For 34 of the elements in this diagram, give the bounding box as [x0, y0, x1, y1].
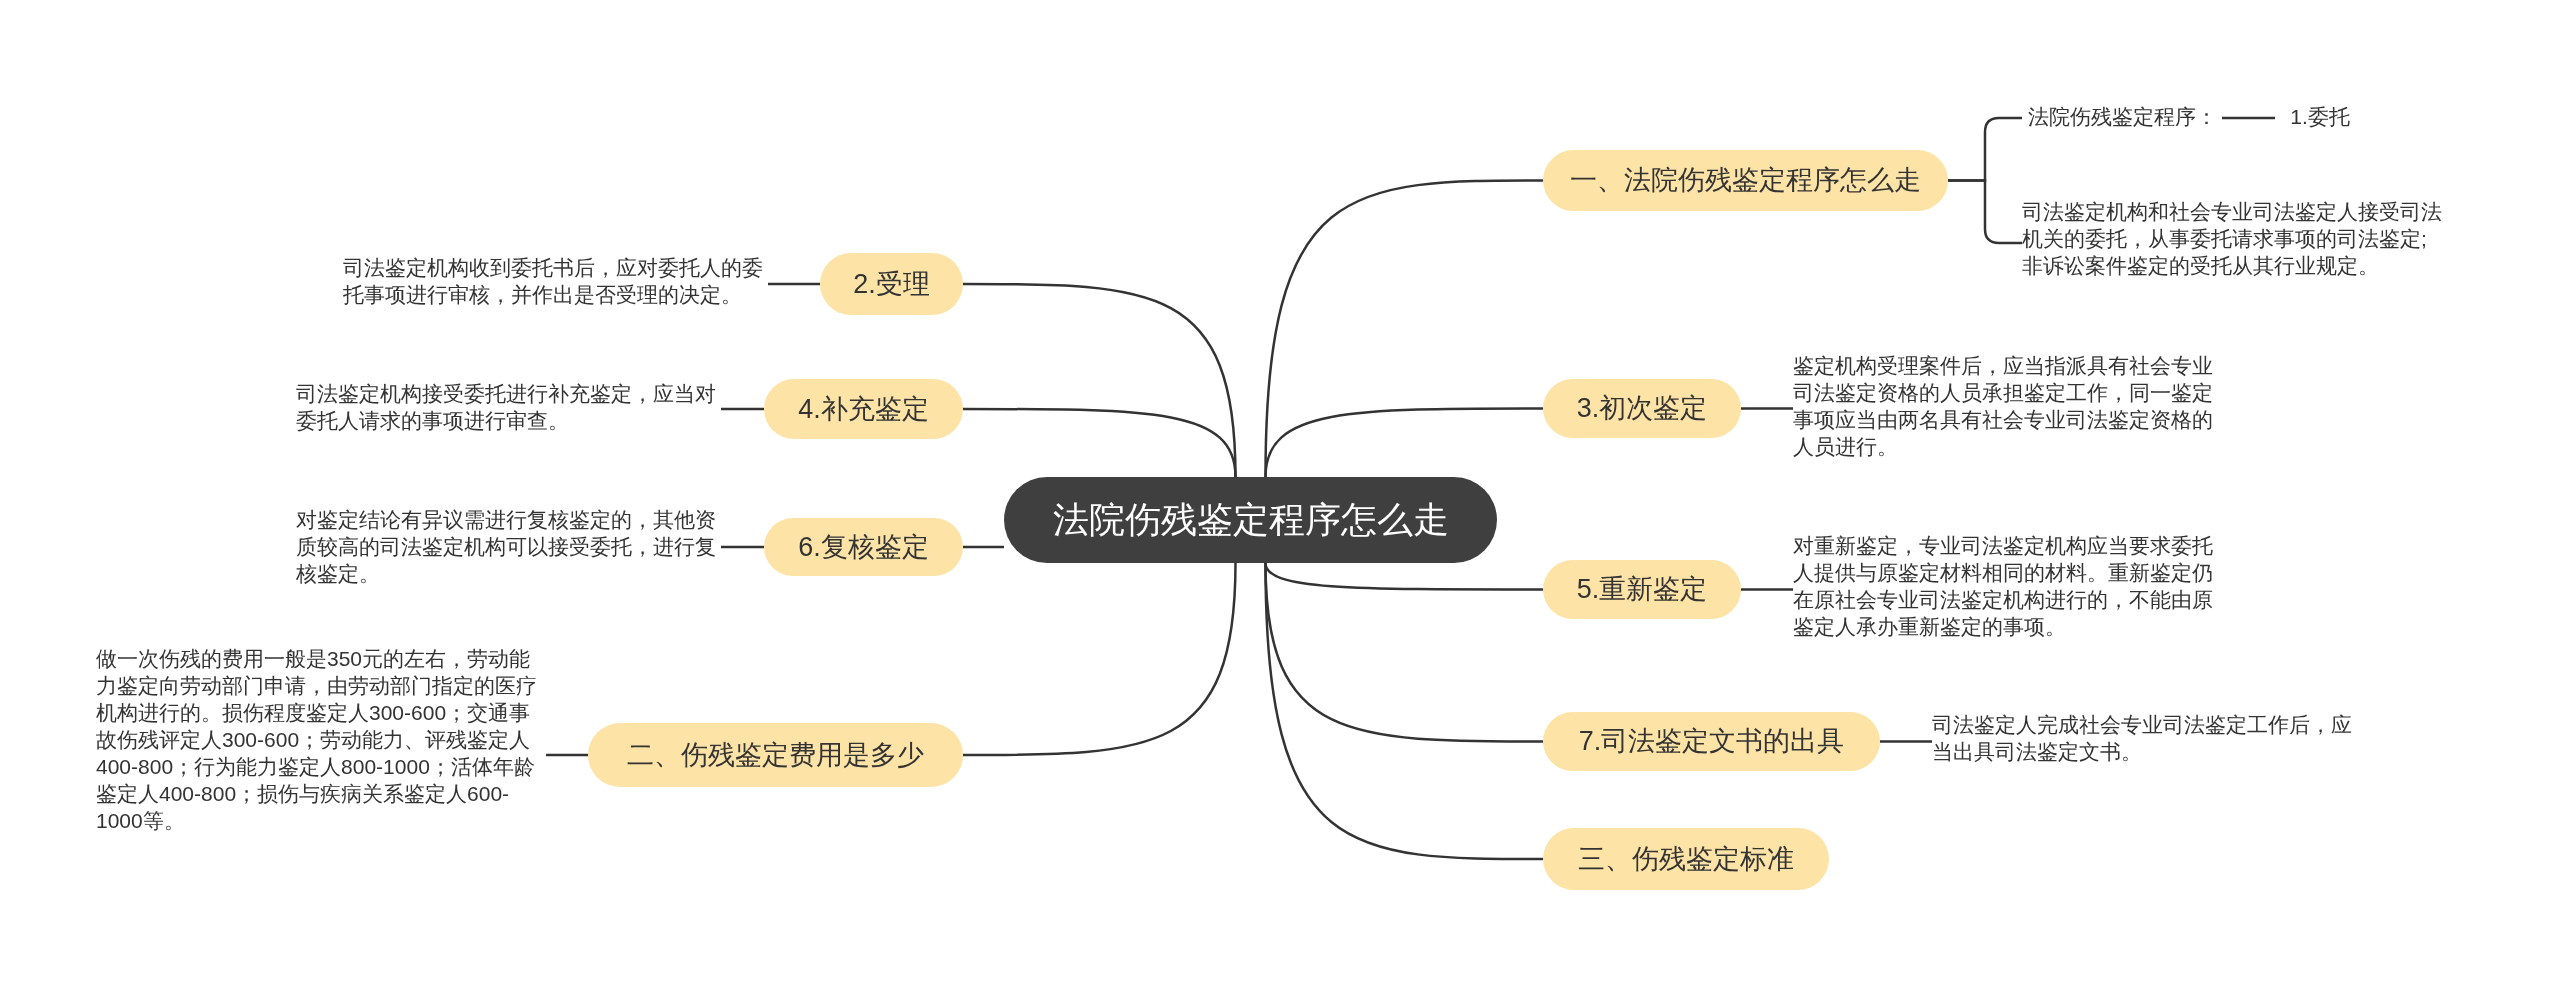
- central-topic: 法院伤残鉴定程序怎么走: [1004, 477, 1497, 563]
- note-text: 对重新鉴定，专业司法鉴定机构应当要求委托人提供与原鉴定材料相同的材料。重新鉴定仍在原社会专业司法鉴定机构进行的，不能由原鉴定人承办重新鉴定的事项。: [1793, 532, 2218, 650]
- branch-topic: 7.司法鉴定文书的出具: [1543, 712, 1880, 771]
- connector-line: [1264, 407, 1543, 478]
- note-text: 司法鉴定机构收到委托书后，应对委托人的委托事项进行审核，并作出是否受理的决定。: [343, 254, 768, 314]
- connector-line: [768, 282, 820, 286]
- connector-line: [2222, 116, 2275, 120]
- branch-topic: 6.复核鉴定: [764, 518, 963, 576]
- branch-topic: 2.受理: [820, 253, 963, 315]
- branch-topic: 二、伤残鉴定费用是多少: [588, 723, 963, 787]
- branch-topic: 三、伤残鉴定标准: [1543, 828, 1829, 890]
- branch-topic: 一、法院伤残鉴定程序怎么走: [1543, 150, 1948, 211]
- note-text: 对鉴定结论有异议需进行复核鉴定的，其他资质较高的司法鉴定机构可以接受委托，进行复核鉴定。: [296, 506, 721, 594]
- connector-line: [1741, 588, 1793, 591]
- note-text: 鉴定机构受理案件后，应当指派具有社会专业司法鉴定资格的人员承担鉴定工作，同一鉴定事项应当由两名具有社会专业司法鉴定资格的人员进行。: [1793, 352, 2218, 470]
- connector-line: [963, 545, 1004, 549]
- branch-topic: 4.补充鉴定: [764, 379, 963, 439]
- connector-line: [963, 407, 1237, 478]
- connector-line: [1948, 179, 2022, 245]
- connector-line: [1264, 562, 1543, 861]
- connector-line: [1741, 407, 1793, 410]
- note-text: 司法鉴定机构和社会专业司法鉴定人接受司法机关的委托，从事委托请求事项的司法鉴定;非诉讼案件鉴定的受托从其行业规定。: [2022, 198, 2447, 288]
- branch-topic: 3.初次鉴定: [1543, 379, 1741, 438]
- connector-line: [546, 753, 588, 757]
- note-text: 司法鉴定机构接受委托进行补充鉴定，应当对委托人请求的事项进行审查。: [296, 380, 721, 440]
- note-text: 法院伤残鉴定程序：: [2022, 103, 2222, 133]
- connector-line: [721, 407, 764, 411]
- connector-line: [1880, 740, 1932, 743]
- connector-line: [721, 545, 764, 549]
- note-text: 司法鉴定人完成社会专业司法鉴定工作后，应当出具司法鉴定文书。: [1932, 711, 2357, 771]
- note-text: 1.委托: [2275, 103, 2365, 133]
- note-text: 做一次伤残的费用一般是350元的左右，劳动能力鉴定向劳动部门申请，由劳动部门指定的医疗机构进行的。损伤程度鉴定人300-600；交通事故伤残评定人300-600；劳动能力、评残鉴定人400-800；行为能力鉴定人800-1000；活体年龄鉴定人400-800；损伤与疾病关系鉴定人600-1000等。: [96, 645, 546, 865]
- branch-topic: 5.重新鉴定: [1543, 560, 1741, 619]
- connector-line: [963, 562, 1237, 757]
